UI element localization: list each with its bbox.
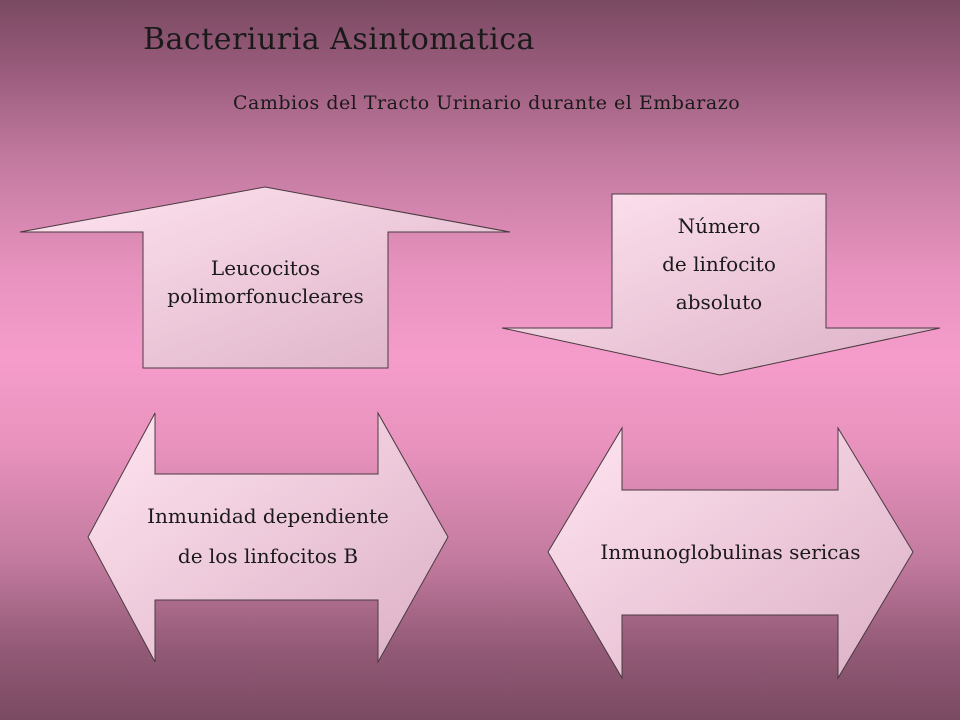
down-arrow-shape <box>501 193 941 376</box>
down-arrow-label-line-1: Número <box>677 214 761 238</box>
left-double-arrow-label-line-2: de los linfocitos B <box>177 544 359 568</box>
up-arrow-shape <box>19 186 511 369</box>
right-double-arrow-label: Inmunoglobulinas sericas <box>568 537 893 567</box>
down-arrow-label-line-2: de linfocito <box>662 252 776 276</box>
right-double-arrow-label-line-1: Inmunoglobulinas sericas <box>600 540 861 564</box>
up-arrow-label-line-2: polimorfonucleares <box>167 284 364 308</box>
up-arrow-label-line-1: Leucocitos <box>210 256 321 280</box>
slide-subtitle: Cambios del Tracto Urinario durante el E… <box>233 92 741 114</box>
up-arrow-label: Leucocitos polimorfonucleares <box>143 254 388 310</box>
down-arrow-label: Número de linfocito absoluto <box>612 207 826 321</box>
down-arrow-label-line-3: absoluto <box>675 290 763 314</box>
left-double-arrow-label: Inmunidad dependiente de los linfocitos … <box>108 496 428 576</box>
right-double-arrow-shape <box>547 426 914 680</box>
left-double-arrow-label-line-1: Inmunidad dependiente <box>147 504 389 528</box>
left-double-arrow-shape <box>87 411 449 664</box>
slide-title: Bacteriuria Asintomatica <box>143 22 535 57</box>
